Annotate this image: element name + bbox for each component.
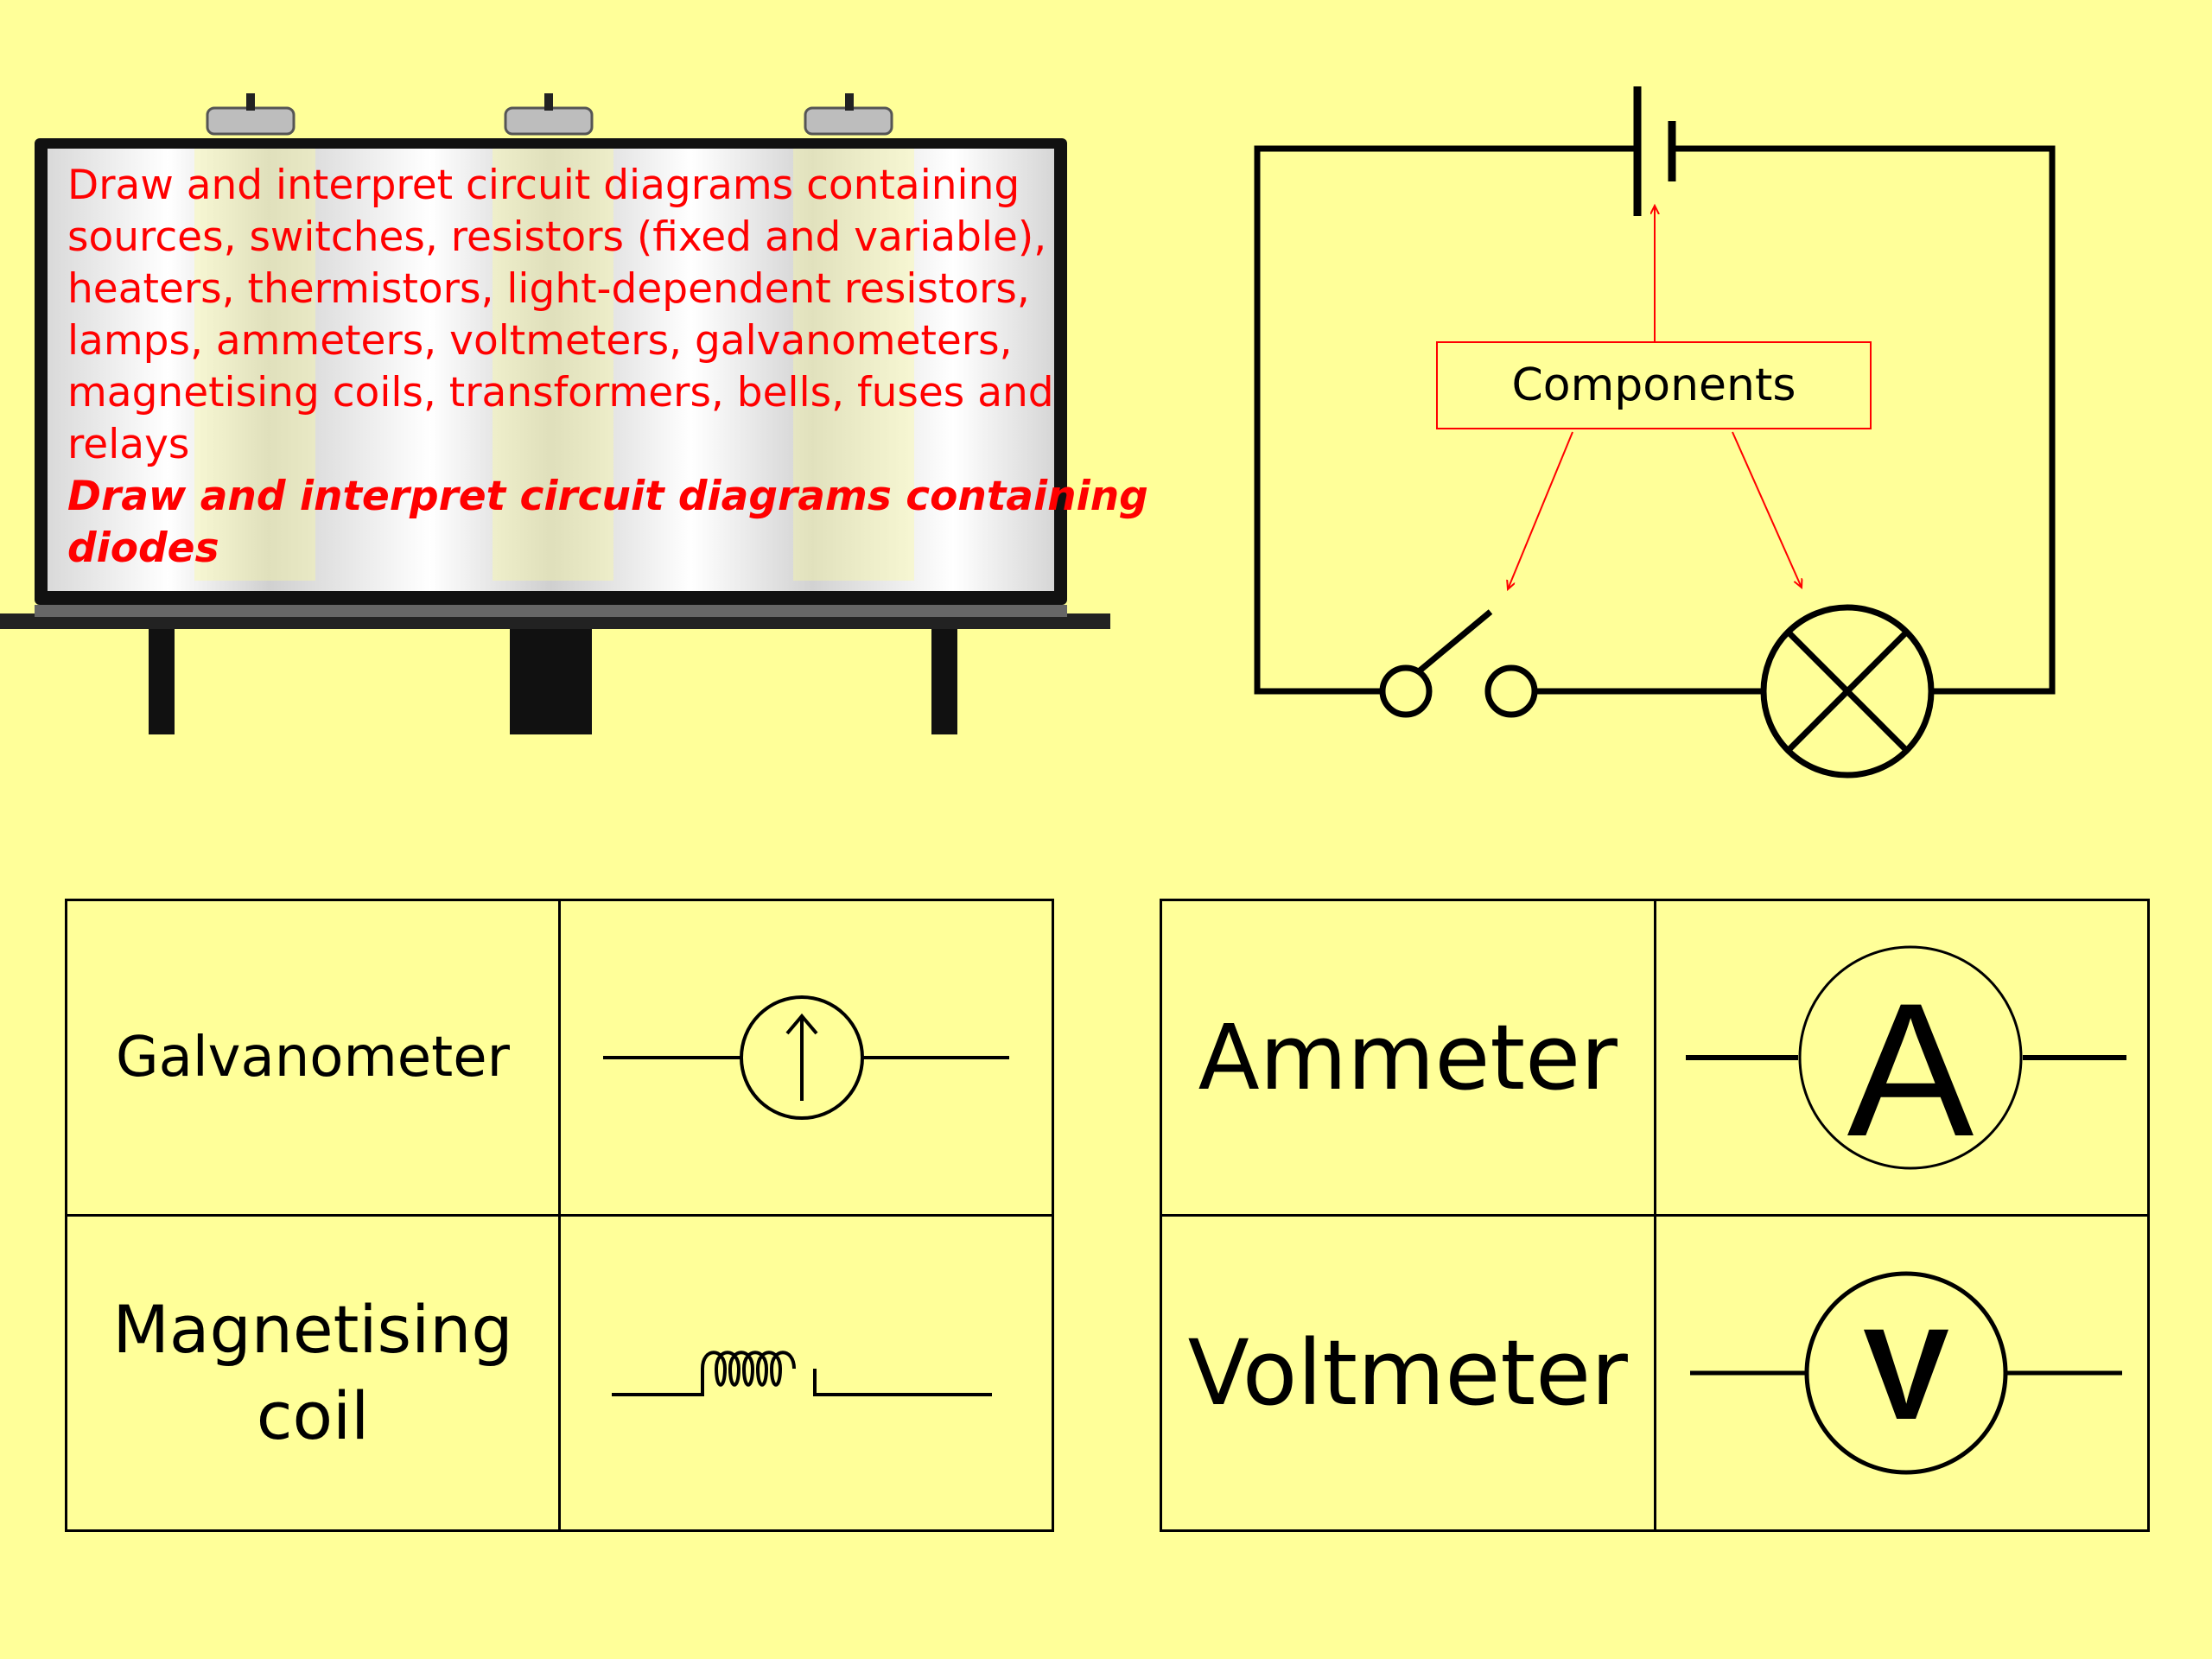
extended-objective-line: Draw and interpret circuit diagrams cont… (67, 473, 1148, 520)
lamp-icon (1760, 604, 1935, 779)
objective-line: magnetising coils, transformers, bells, … (67, 369, 1054, 416)
voltmeter-name: Voltmeter (1160, 1214, 1656, 1532)
billboard-lamps (206, 106, 893, 136)
switch-icon (1379, 609, 1538, 718)
ammeter-symbol-cell: A (1653, 899, 2150, 1217)
table-row: Ammeter A (1160, 899, 2150, 1217)
circuit-diagram (1254, 86, 2056, 779)
galvanometer-symbol-cell (558, 899, 1054, 1217)
symbols-table-left: Galvanometer Magnetising coil (65, 899, 1054, 1532)
cell-icon (1633, 86, 1676, 216)
table-row: Galvanometer (65, 899, 1054, 1217)
voltmeter-letter: V (1863, 1301, 1949, 1446)
voltmeter-icon: V (1689, 1271, 2122, 1475)
objective-line: Draw and interpret circuit diagrams cont… (67, 162, 1020, 209)
ammeter-icon: A (1685, 945, 2126, 1174)
galvanometer-name: Galvanometer (65, 899, 561, 1217)
voltmeter-symbol-cell: V (1653, 1214, 2150, 1532)
learning-objectives: Draw and interpret circuit diagrams cont… (67, 160, 1148, 575)
galvanometer-icon (603, 995, 1009, 1120)
ammeter-name: Ammeter (1160, 899, 1656, 1217)
objective-line: relays (67, 421, 190, 468)
objective-line: heaters, thermistors, light-dependent re… (67, 265, 1030, 313)
magnetising-coil-name-line: coil (256, 1377, 370, 1454)
ammeter-letter: A (1847, 963, 1974, 1174)
table-row: Voltmeter V (1160, 1214, 2150, 1532)
component-arrows (1508, 206, 1802, 589)
billboard-frame (0, 93, 1110, 734)
magnetising-coil-name: Magnetising coil (65, 1214, 561, 1532)
extended-objective-line: diodes (67, 524, 219, 572)
coil-symbol-cell (558, 1214, 1054, 1532)
table-row: Magnetising coil (65, 1214, 1054, 1532)
symbols-table-right: Ammeter A Voltmeter V (1160, 899, 2150, 1532)
coil-icon (612, 1351, 992, 1396)
billboard: Draw and interpret circuit diagrams cont… (0, 86, 1148, 743)
magnetising-coil-name-line: Magnetising (112, 1291, 513, 1368)
objective-line: sources, switches, resistors (fixed and … (67, 213, 1047, 261)
objective-line: lamps, ammeters, voltmeters, galvanomete… (67, 317, 1013, 365)
components-label: Components (1436, 341, 1872, 429)
